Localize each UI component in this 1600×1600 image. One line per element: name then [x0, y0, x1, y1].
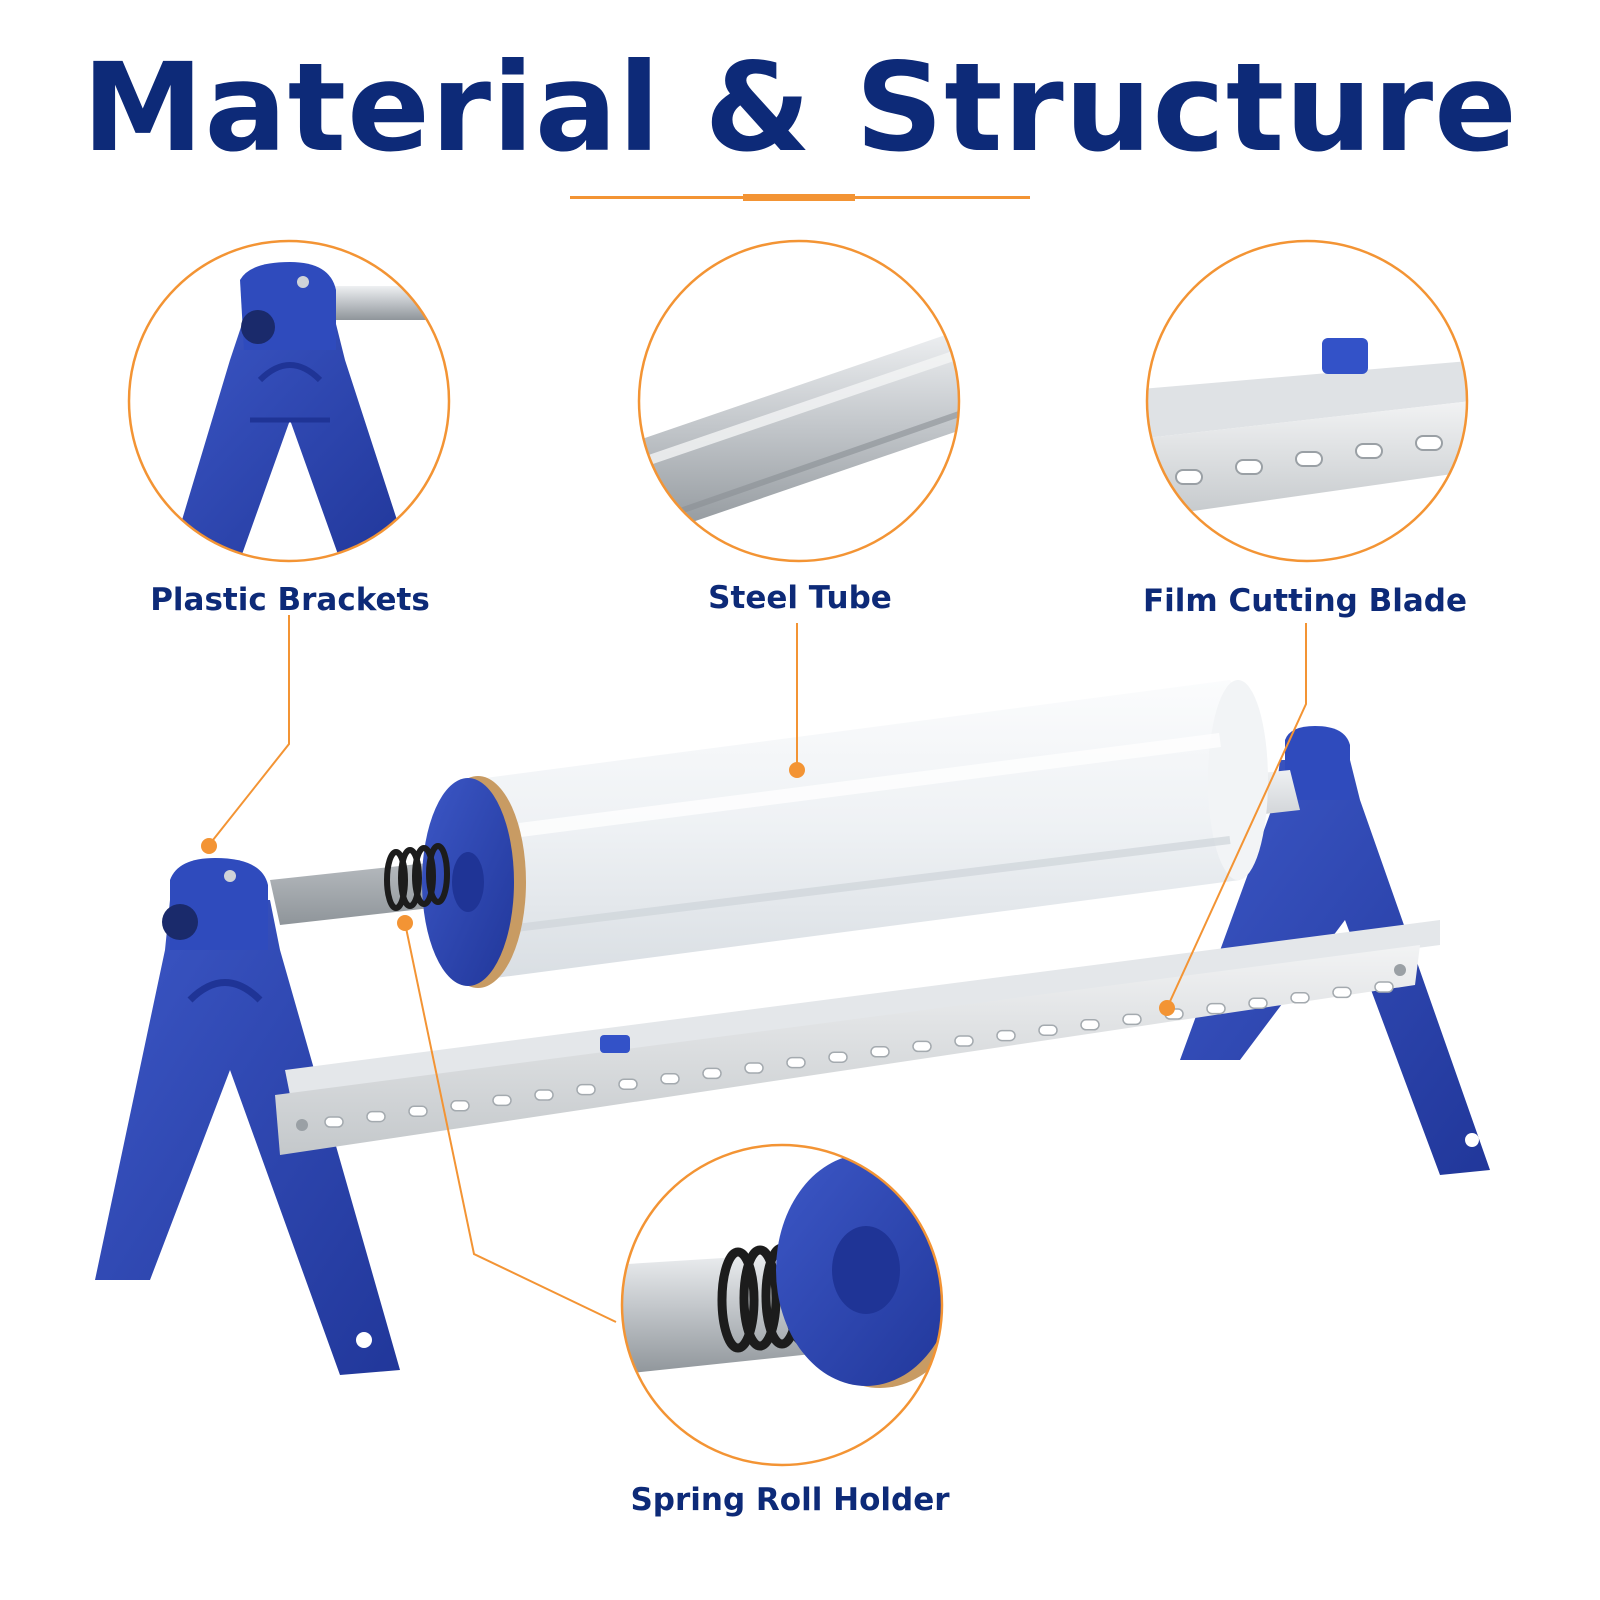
- rail-perforation-hole: [954, 1035, 974, 1047]
- callout-leader-lines: [208, 615, 1307, 1323]
- rail-perforation-hole: [618, 1078, 638, 1090]
- rail-perforation-hole: [1122, 1013, 1142, 1026]
- rail-perforation-hole: [702, 1067, 722, 1080]
- rail-perforation-hole: [1206, 1002, 1226, 1015]
- rail-perforation-hole: [996, 1029, 1016, 1042]
- rail-perforation-hole: [408, 1105, 428, 1117]
- rail-perforation-hole: [1080, 1019, 1100, 1031]
- rail-perforation-hole: [534, 1089, 554, 1101]
- callout-anchor-dots: [201, 762, 1175, 1016]
- rail-perforation-hole: [870, 1046, 890, 1058]
- rail-perforation-hole: [1038, 1024, 1058, 1036]
- rail-perforation-hole: [1248, 997, 1268, 1009]
- callout-label-film-cutting-blade: Film Cutting Blade: [1142, 583, 1468, 619]
- rail-perforation-hole: [660, 1073, 680, 1085]
- rail-perforation-hole: [324, 1116, 344, 1128]
- rail-perforation-hole: [786, 1056, 806, 1069]
- rail-perforation-hole: [828, 1051, 848, 1063]
- callout-label-spring-roll-holder: Spring Roll Holder: [630, 1482, 950, 1518]
- rail-perforation-hole: [492, 1094, 512, 1107]
- rail-perforation-hole: [1332, 986, 1352, 999]
- dispenser-main-illustration: [95, 680, 1490, 1375]
- rail-perforation-hole: [744, 1062, 764, 1074]
- rail-perforation-hole: [1290, 992, 1310, 1004]
- title-divider-accent: [743, 194, 855, 201]
- rail-perforation-hole: [576, 1083, 596, 1096]
- film-cutting-blade-detail-circle: [1145, 239, 1469, 563]
- plastic-brackets-detail-circle: [127, 239, 451, 563]
- callout-label-plastic-brackets: Plastic Brackets: [150, 582, 430, 618]
- spring-roll-holder-detail-circle: [620, 1143, 944, 1467]
- steel-tube-detail-circle: [637, 239, 961, 563]
- page-title: Material & Structure: [82, 37, 1518, 179]
- rail-perforation-hole: [450, 1100, 470, 1112]
- rail-perforation-hole: [366, 1110, 386, 1123]
- callout-label-steel-tube: Steel Tube: [708, 580, 892, 616]
- rail-perforation-hole: [1374, 981, 1394, 993]
- rail-perforation-hole: [912, 1040, 932, 1053]
